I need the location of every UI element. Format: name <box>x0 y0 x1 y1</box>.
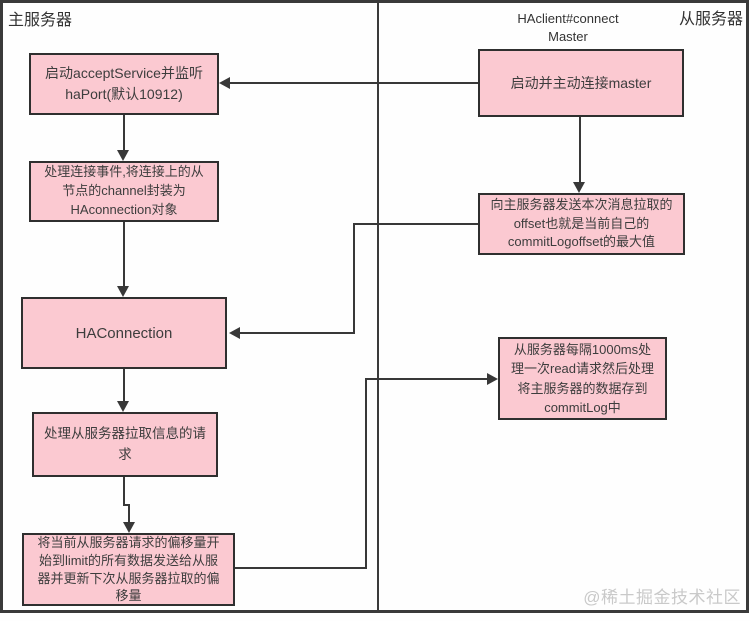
edge-m1-m2-arrowhead-icon <box>117 150 129 161</box>
edge-m4-m5-line <box>123 477 125 506</box>
watermark-text: @稀土掘金技术社区 <box>583 588 741 607</box>
edge-s2-m3-line <box>353 223 355 334</box>
edge-s1-m1-arrowhead-icon <box>219 77 230 89</box>
edge-m5-s3-line <box>365 378 367 569</box>
edge-m1-m2-line <box>123 115 125 151</box>
edge-m2-m3-line <box>123 222 125 287</box>
edge-m4-m5-arrowhead-icon <box>123 522 135 533</box>
edge-m3-m4-arrowhead-icon <box>117 401 129 412</box>
edge-s1-s2-arrowhead-icon <box>573 182 585 193</box>
edge-m5-s3-line <box>365 378 488 380</box>
node-start-connect-master: 启动并主动连接master <box>478 49 684 117</box>
node-haconnection: HAConnection <box>21 297 227 369</box>
edge-m2-m3-arrowhead-icon <box>117 286 129 297</box>
edge-s2-m3-arrowhead-icon <box>229 327 240 339</box>
edge-s1-s2-line <box>579 117 581 183</box>
edge-m3-m4-line <box>123 369 125 402</box>
node-read-commitlog: 从服务器每隔1000ms处 理一次read请求然后处理 将主服务器的数据存到 c… <box>498 337 667 420</box>
node-handle-connect-event: 处理连接事件,将连接上的从 节点的channel封装为 HAconnection… <box>29 161 219 222</box>
edge-m4-m5-line <box>128 504 130 523</box>
slave-lane-label: 从服务器 <box>678 11 743 28</box>
node-accept-service: 启动acceptService并监听 haPort(默认10912) <box>29 53 219 115</box>
haclient-connect-annotation: HAclient#connect Master <box>517 11 619 45</box>
edge-m4-m5-line <box>123 504 130 506</box>
edge-s2-m3-line <box>239 332 355 334</box>
node-send-offset: 向主服务器发送本次消息拉取的 offset也就是当前自己的 commitLogo… <box>478 193 685 255</box>
lane-divider-line <box>377 3 379 611</box>
node-send-data-update-offset: 将当前从服务器请求的偏移量开 始到limit的所有数据发送给从服 器并更新下次从… <box>22 533 235 606</box>
master-lane-label: 主服务器 <box>8 12 73 29</box>
edge-m5-s3-line <box>235 567 367 569</box>
edge-m5-s3-arrowhead-icon <box>487 373 498 385</box>
node-handle-pull-request: 处理从服务器拉取信息的请 求 <box>32 412 218 477</box>
edge-s1-m1-line <box>229 82 478 84</box>
edge-s2-m3-line <box>353 223 478 225</box>
